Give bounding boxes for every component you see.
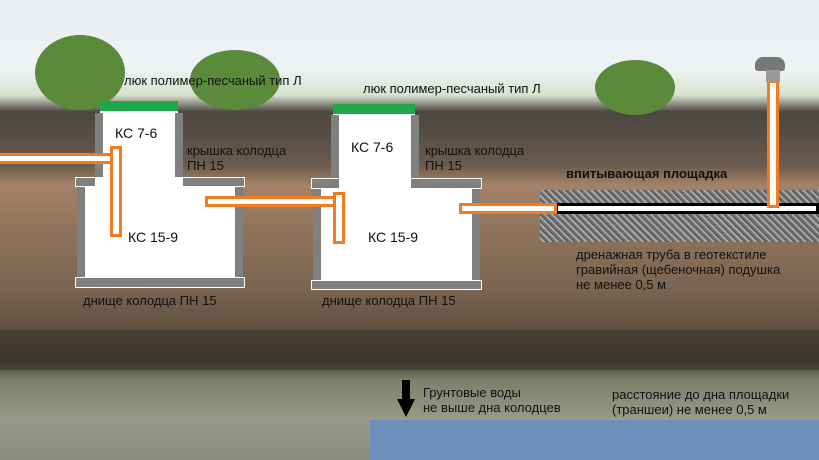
bottom-1-label: днище колодца ПН 15 [83,293,217,308]
bottom-2-label: днище колодца ПН 15 [322,293,456,308]
tree [35,35,125,110]
arrow-down-icon [402,380,410,400]
tee-pipe-1 [110,146,122,237]
lower-ring-1-label: КС 15-9 [128,229,179,245]
vent-cap-base [766,70,780,82]
drainage-pipe [555,203,819,214]
lower-ring-2 [313,189,480,280]
upper-ring-1-label: КС 7-6 [115,125,158,141]
upper-ring-1 [95,113,183,179]
inlet-pipe [0,153,113,164]
hatch-1-label: люк полимер-песчаный тип Л [124,73,302,88]
bottom-slab-2 [311,280,482,290]
outlet-pipe [459,203,557,214]
distance-label: расстояние до дна площадки(траншеи) не м… [612,387,790,417]
tree [190,50,280,110]
soil-layer [0,330,819,370]
bottom-slab-1 [75,277,245,288]
vent-cap-icon [755,57,785,71]
vent-pipe [767,80,779,208]
tree [595,60,675,115]
groundwater-area [370,420,819,460]
upper-ring-2 [331,115,419,180]
absorption-field-label: впитывающая площадка [566,166,728,181]
hatch-1 [100,101,178,113]
hatch-2-label: люк полимер-песчаный тип Л [363,81,541,96]
arrow-down-head [397,399,415,417]
upper-ring-2-label: КС 7-6 [351,139,394,155]
tee-pipe-2 [333,192,345,244]
lower-ring-2-label: КС 15-9 [368,229,419,245]
overflow-pipe [205,196,336,207]
